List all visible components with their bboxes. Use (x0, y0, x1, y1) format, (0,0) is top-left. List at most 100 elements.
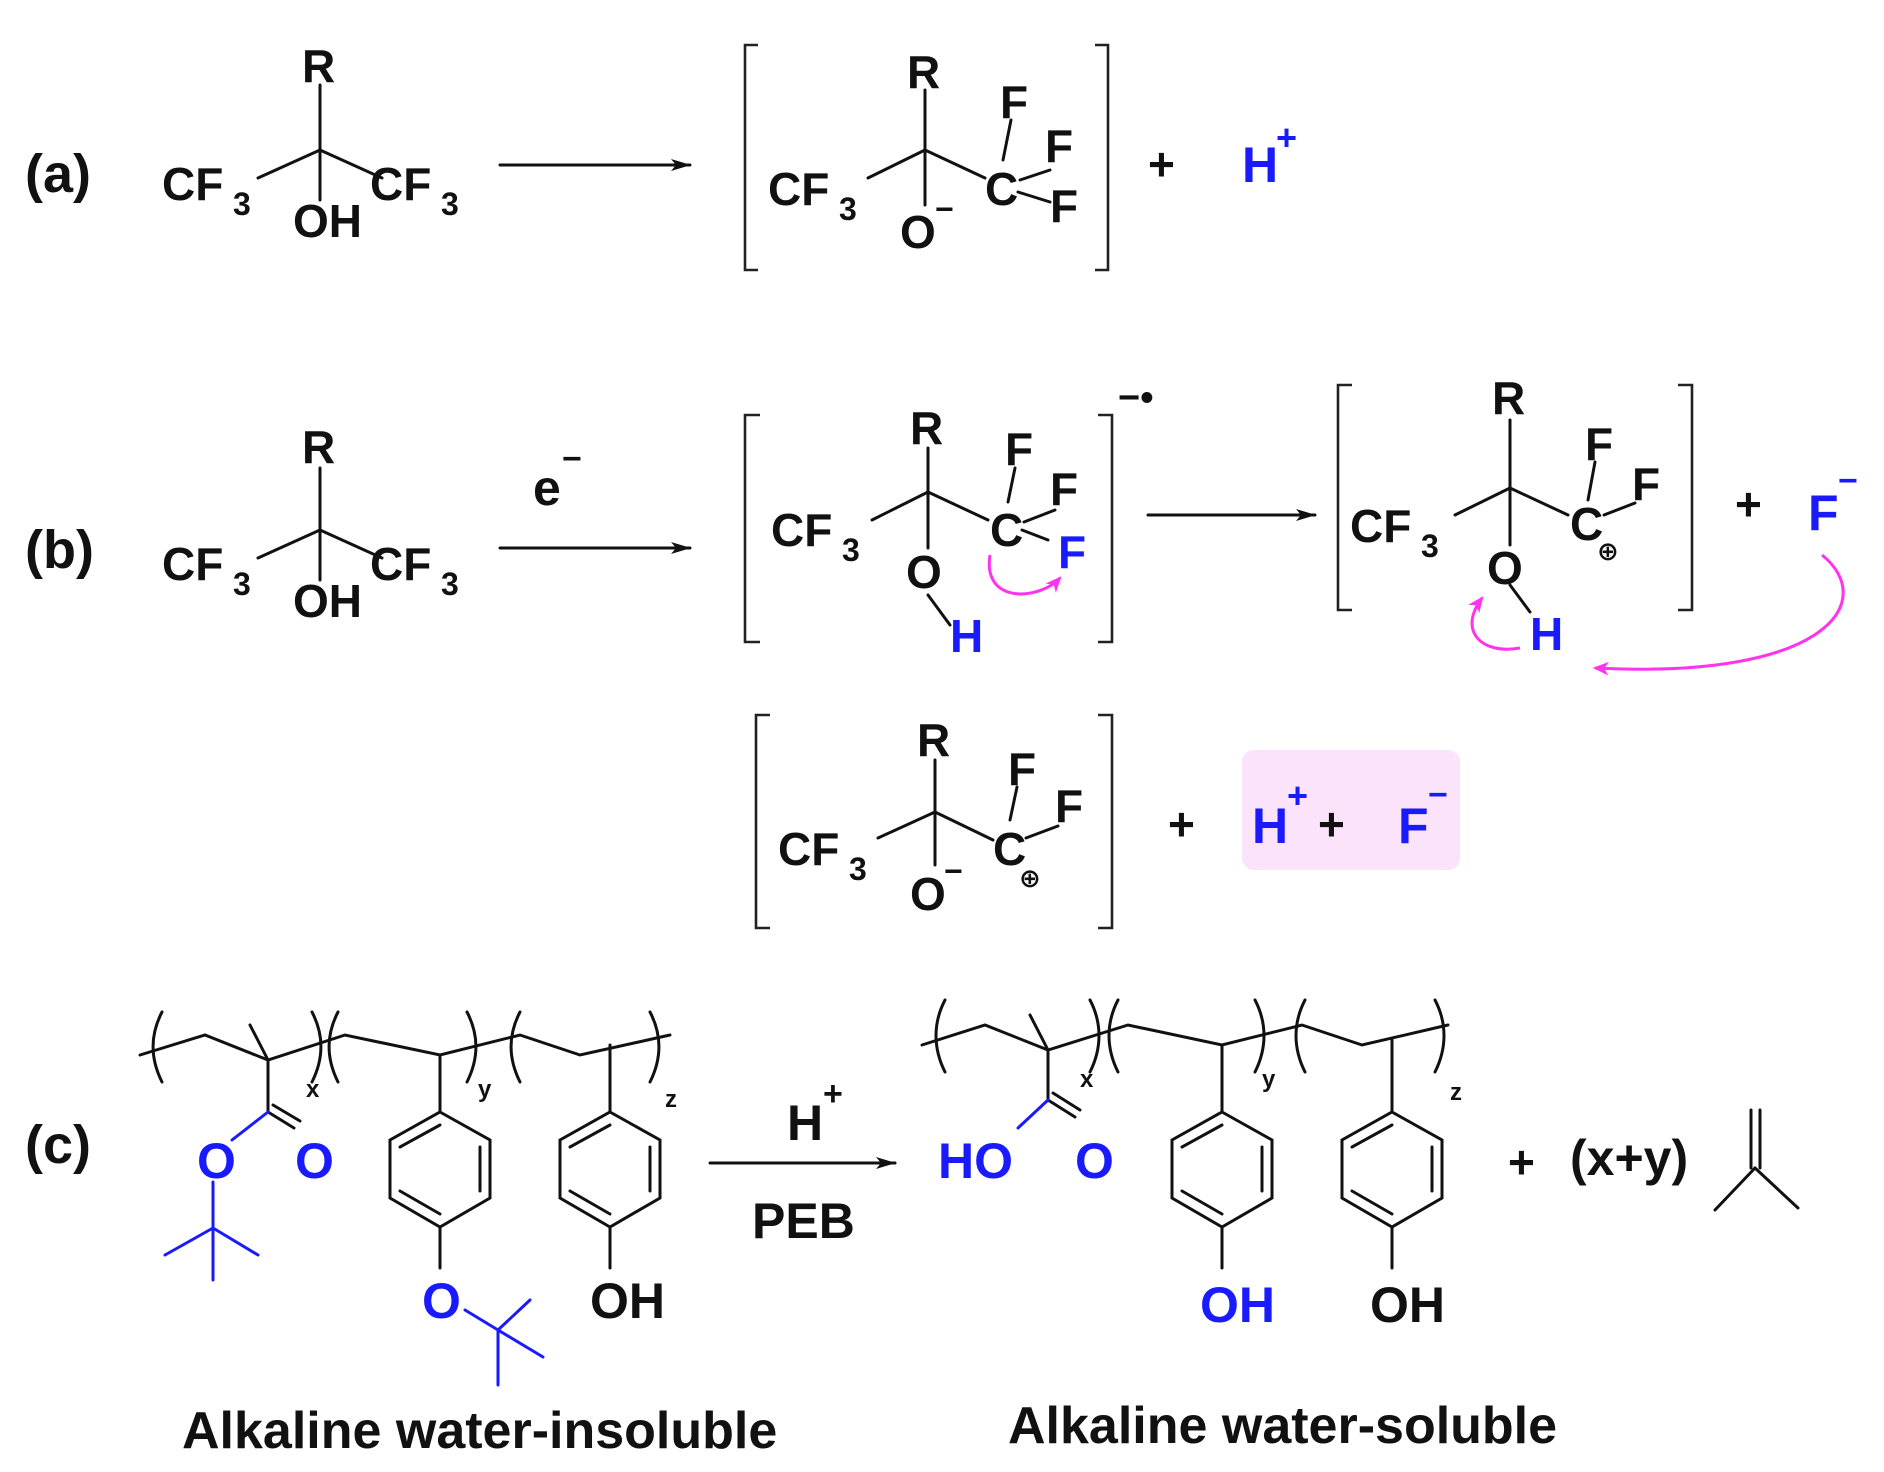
atom-OH: OH (293, 575, 362, 627)
caption-soluble: Alkaline water-soluble (1008, 1397, 1557, 1455)
atom-F-mid: F (1045, 120, 1073, 172)
atom-R: R (917, 714, 950, 766)
svg-text:+: + (1318, 798, 1345, 850)
panel-c: (c) x y z O O (25, 998, 1800, 1460)
plus-sign: + (1508, 1136, 1535, 1188)
svg-text:3: 3 (842, 532, 860, 568)
atom-O: O (910, 868, 946, 920)
cf3-left: CF 3 (771, 504, 860, 568)
phenol-OH: OH (1370, 1277, 1445, 1333)
atom-OH: OH (293, 195, 362, 247)
deprotected-copolymer: x y z HO O OH OH (920, 998, 1462, 1333)
svg-text:CF: CF (370, 538, 431, 590)
svg-text:+: + (823, 1075, 843, 1113)
atom-F-right: F (1055, 780, 1083, 832)
panel-a: (a) R CF 3 CF 3 OH (25, 40, 1297, 272)
atom-R: R (910, 402, 943, 454)
svg-text:CF: CF (771, 504, 832, 556)
radical-anion-intermediate: −• R CF 3 C F F F O H (743, 377, 1154, 662)
zwitterion-product: R CF 3 O − C ⊕ F F (754, 713, 1114, 930)
svg-text:CF: CF (768, 163, 829, 215)
subscript-y: y (478, 1076, 492, 1103)
acid-peb-conditions: H + PEB (708, 1075, 897, 1249)
svg-text:3: 3 (441, 186, 459, 222)
plus-sign: + (1168, 798, 1195, 850)
carboxylic-OH: HO (938, 1133, 1013, 1189)
atom-C: C (985, 163, 1018, 215)
atom-F-top: F (1005, 423, 1033, 475)
charge-cation: ⊕ (1019, 863, 1041, 893)
subscript-z: z (1450, 1079, 1462, 1106)
hfip-reactant-b: R CF 3 CF 3 OH (162, 421, 459, 627)
svg-text:−: − (562, 440, 582, 478)
cf3-left: CF 3 (162, 158, 251, 222)
atom-F-top: F (1000, 76, 1028, 128)
cf3-right: CF 3 (370, 538, 459, 602)
atom-R: R (907, 46, 940, 98)
svg-text:H: H (787, 1095, 823, 1151)
highlight-box (1242, 750, 1460, 870)
svg-text:H: H (1252, 798, 1288, 854)
svg-text:−: − (1428, 776, 1448, 814)
atom-R: R (302, 40, 335, 92)
ether-O: O (422, 1273, 461, 1329)
subscript-y: y (1262, 1066, 1276, 1093)
svg-text:3: 3 (849, 851, 867, 887)
subscript-x: x (1080, 1066, 1094, 1093)
svg-text:F: F (1398, 798, 1429, 854)
svg-text:F: F (1808, 485, 1839, 541)
curved-arrow-electron-shift (987, 554, 1062, 596)
atom-O: O (1487, 542, 1523, 594)
charge-minus: − (935, 191, 954, 227)
cf3-left: CF 3 (768, 163, 857, 227)
atom-O: O (900, 206, 936, 258)
atom-R: R (1492, 372, 1525, 424)
atom-C: C (993, 823, 1026, 875)
proton-product: H + (1242, 117, 1297, 193)
panel-c-label: (c) (25, 1115, 91, 1175)
protected-copolymer: x y z O O O (138, 1010, 677, 1387)
svg-text:3: 3 (233, 566, 251, 602)
phenol-OH: OH (590, 1273, 665, 1329)
svg-text:CF: CF (778, 823, 839, 875)
isobutylene-coefficient: (x+y) (1570, 1130, 1688, 1186)
panel-b-label: (b) (25, 520, 94, 580)
atom-F-leaving: F (1058, 526, 1086, 578)
hfip-reactant-a: R CF 3 CF 3 OH (162, 40, 459, 247)
electron-reagent: e − (533, 440, 582, 516)
atom-O: O (906, 546, 942, 598)
radical-anion-charge: −• (1118, 377, 1154, 419)
alkoxide-product-a: R CF 3 O − C F F F (743, 43, 1110, 272)
atom-R: R (302, 421, 335, 473)
svg-text:e: e (533, 460, 561, 516)
svg-text:−: − (1838, 462, 1858, 500)
svg-text:CF: CF (162, 538, 223, 590)
svg-text:+: + (1276, 117, 1297, 158)
atom-C: C (990, 504, 1023, 556)
curved-arrow-fluoride-attack (1592, 553, 1845, 676)
svg-text:3: 3 (441, 566, 459, 602)
atom-H: H (1530, 608, 1563, 660)
carboxylic-carbonyl-O: O (1075, 1133, 1114, 1189)
charge-minus: − (944, 853, 963, 889)
svg-text:3: 3 (1421, 528, 1439, 564)
hf-release-box: H + + F − (1242, 750, 1460, 870)
atom-F-top: F (1585, 418, 1613, 470)
panel-b: (b) R CF 3 CF 3 OH e − −• (25, 372, 1858, 930)
subscript-x: x (306, 1076, 320, 1103)
svg-text:H: H (1242, 137, 1278, 193)
atom-F-mid: F (1050, 463, 1078, 515)
atom-F-right: F (1632, 458, 1660, 510)
curved-arrow-oh-bond (1468, 596, 1521, 651)
svg-text:+: + (1287, 775, 1308, 816)
svg-text:CF: CF (1350, 500, 1411, 552)
svg-text:3: 3 (233, 186, 251, 222)
svg-text:CF: CF (370, 158, 431, 210)
fluoride-anion: F − (1808, 462, 1858, 541)
plus-sign: + (1148, 138, 1175, 190)
isobutylene-structure (1713, 1108, 1800, 1212)
atom-H: H (950, 610, 983, 662)
plus-sign: + (1735, 478, 1762, 530)
atom-F-low: F (1050, 180, 1078, 232)
